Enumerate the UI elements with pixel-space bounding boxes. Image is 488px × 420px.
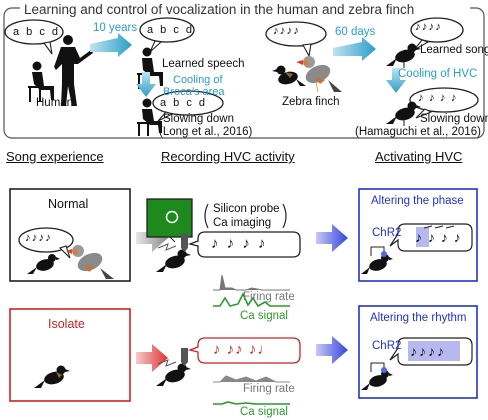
arrow-10-years bbox=[90, 33, 132, 57]
ca-imaging-window bbox=[146, 198, 193, 238]
slowing-speech-label: Slowing down bbox=[163, 113, 234, 125]
long-citation: (Long et al., 2016) bbox=[159, 126, 253, 138]
slowing-speech-bubble bbox=[152, 90, 224, 122]
normal-probe-wire bbox=[157, 243, 177, 251]
normal-recording-bird bbox=[156, 234, 191, 272]
finch-label: Zebra finch bbox=[282, 96, 340, 108]
rhythm-box-bird bbox=[361, 370, 393, 390]
broca-cooling-line2: Broca’s area bbox=[163, 86, 225, 98]
normal-bubble-text: ♪♪♪♪ bbox=[25, 232, 52, 244]
rhythm-bubble-notes: ♪♪♪♪ bbox=[410, 343, 446, 359]
recording-header: Recording HVC activity bbox=[161, 149, 295, 164]
normal-recording-bubble bbox=[187, 231, 301, 258]
normal-ca-signal-trace bbox=[213, 292, 290, 308]
normal-ca-signal-label: Ca signal bbox=[240, 310, 288, 322]
phase-box-bird bbox=[361, 254, 393, 274]
phase-chr2-label: ChR2 bbox=[372, 227, 402, 239]
learned-speech-label: Learned speech bbox=[162, 58, 245, 70]
isolate-recording-bubble bbox=[187, 337, 301, 364]
finch-bubble-text: ♪♪♪♪ bbox=[273, 25, 300, 37]
learned-song-label: Learned song bbox=[420, 44, 488, 56]
learned-speech-bubble-text: a b c d bbox=[147, 24, 195, 36]
isolate-label: Isolate bbox=[48, 317, 85, 331]
learned-song-bird bbox=[386, 43, 421, 68]
isolate-recording-bubble-text: ♪ ♪♪ ♪♩ bbox=[213, 341, 274, 358]
isolate-box bbox=[9, 308, 131, 402]
slowing-speech-figure bbox=[137, 98, 162, 136]
normal-box-birds bbox=[27, 245, 114, 279]
human-figures bbox=[28, 35, 93, 106]
hamaguchi-citation: (Hamaguchi et al., 2016) bbox=[355, 126, 481, 138]
altering-phase-title: Altering the phase bbox=[371, 195, 464, 207]
activating-header: Activating HVC bbox=[375, 149, 463, 164]
finch-slowing-bird bbox=[386, 101, 421, 126]
learned-song-bubble-text: ♪♪♪♪ bbox=[415, 21, 442, 33]
arrow-isolate-to-activation bbox=[316, 336, 348, 364]
normal-bubble bbox=[18, 227, 74, 259]
human-speech-bubble bbox=[4, 19, 64, 55]
normal-firing-rate-trace bbox=[213, 274, 290, 291]
arrow-cooling-broca bbox=[136, 72, 156, 97]
normal-recording-bubble-text: ♪ ♪ ♪ ♪ bbox=[211, 235, 268, 252]
arrow-60-days bbox=[333, 37, 376, 61]
isolate-ca-signal-label: Ca signal bbox=[240, 406, 288, 418]
song-experience-header: Song experience bbox=[6, 149, 104, 164]
isolate-ca-signal-trace bbox=[213, 401, 290, 405]
altering-rhythm-title: Altering the rhythm bbox=[370, 312, 467, 324]
human-duration: 10 years bbox=[93, 22, 138, 34]
isolate-probe-wire bbox=[157, 359, 177, 367]
ca-imaging-label: Ca imaging bbox=[213, 217, 272, 229]
phase-bubble-notes: ♪ ♪ ♪ ♪ bbox=[415, 229, 462, 245]
finch-slowing-bubble-text: ♪ ♪ ♪ ♪ bbox=[418, 92, 458, 104]
normal-label: Normal bbox=[48, 197, 89, 211]
finch-song-bubble bbox=[265, 21, 327, 58]
arrow-isolate-to-recording bbox=[136, 344, 168, 372]
hvc-cooling-label: Cooling of HVC bbox=[398, 68, 478, 80]
arrow-normal-to-activation bbox=[316, 224, 348, 252]
isolate-firing-rate-trace bbox=[213, 375, 290, 383]
isolate-recording-bird bbox=[156, 348, 191, 386]
broca-cooling-line1: Cooling of bbox=[173, 74, 223, 86]
human-bubble-text: a b c d bbox=[13, 26, 61, 38]
finch-slowing-bubble bbox=[409, 87, 479, 119]
learned-song-bubble bbox=[410, 17, 464, 51]
arrow-cooling-hvc bbox=[386, 68, 406, 93]
zebra-finch-adult bbox=[296, 56, 342, 93]
isolate-box-bird bbox=[34, 365, 70, 388]
normal-firing-rate-label: Firing rate bbox=[243, 291, 295, 303]
learned-speech-bubble bbox=[139, 17, 195, 53]
silicon-probe-label: Silicon probe bbox=[213, 203, 280, 215]
phase-shift-arrows bbox=[423, 225, 455, 229]
finch-duration: 60 days bbox=[335, 26, 376, 38]
isolate-firing-rate-label: Firing rate bbox=[243, 383, 295, 395]
finch-slowing-label: Slowing down bbox=[420, 113, 488, 125]
top-panel-title: Learning and control of vocalization in … bbox=[24, 2, 415, 17]
juvenile-finch-top bbox=[272, 65, 306, 86]
rhythm-chr2-label: ChR2 bbox=[372, 340, 402, 352]
human-label: Human bbox=[36, 97, 74, 109]
slowing-speech-bubble-text: a b c d bbox=[160, 97, 208, 109]
